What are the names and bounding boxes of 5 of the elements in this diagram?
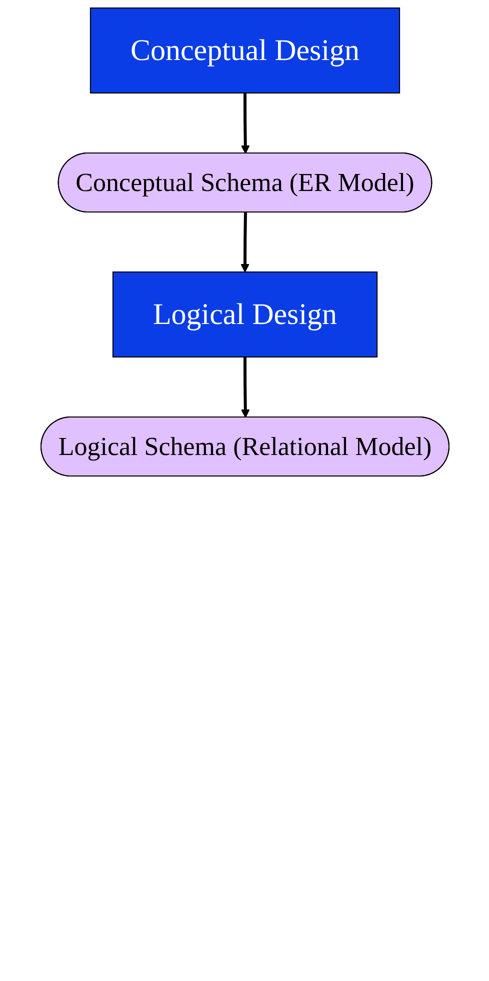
node-box: Conceptual Design: [89, 8, 400, 94]
arrow: [240, 212, 249, 272]
arrow: [240, 93, 250, 154]
arrow: [240, 357, 250, 418]
node-box: Logical Design: [112, 272, 378, 358]
